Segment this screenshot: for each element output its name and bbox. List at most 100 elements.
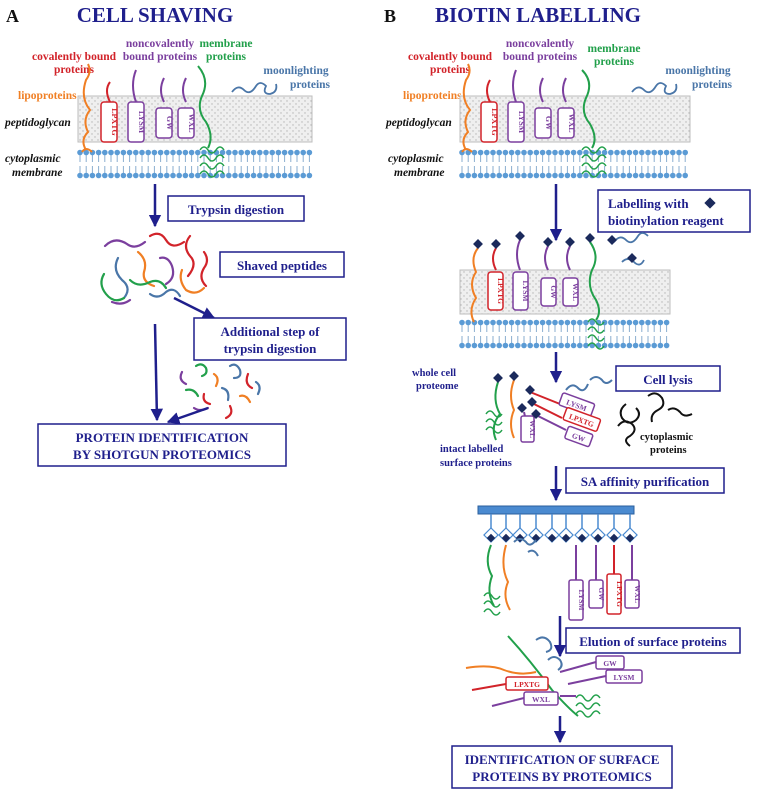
lipid-head (219, 172, 226, 179)
lipid-head (558, 149, 564, 156)
lipid-head (651, 172, 657, 179)
lipid-head (527, 149, 533, 156)
lipid-head (564, 342, 571, 349)
lipid-head (515, 319, 521, 326)
lipid-head (195, 149, 201, 156)
label-intact: intact labelled (440, 444, 503, 455)
lipid-head (539, 342, 546, 349)
lipid-head (533, 319, 540, 326)
biotin-diamond-icon (547, 533, 557, 543)
lipid-head (632, 319, 639, 326)
tag-gw-a: GW (155, 107, 174, 139)
lipid-head (626, 149, 633, 156)
moonlighting-protein-b (631, 82, 678, 95)
lipid-head (670, 149, 676, 156)
lipid-head (484, 319, 490, 326)
lipid-head (539, 319, 546, 326)
lipid-head (583, 172, 589, 179)
lipoprotein-b (462, 63, 472, 151)
label-membrane-a-2: proteins (206, 51, 247, 63)
lipid-head (484, 149, 490, 156)
lipid-head (608, 342, 614, 349)
lipid-head (626, 172, 633, 179)
lipid-head (83, 149, 89, 156)
biotin-diamond-icon (517, 403, 527, 413)
lipid-head (632, 172, 639, 179)
lipid-head (508, 172, 515, 179)
step-identification-a-label-2: BY SHOTGUN PROTEOMICS (73, 447, 251, 462)
lipid-head (490, 319, 496, 326)
label-noncovalent-b: noncovalently (506, 38, 575, 50)
tag-lysm-captured-label: LYSM (577, 590, 586, 611)
lipid-head (533, 342, 540, 349)
shaved-peptides (100, 232, 209, 305)
lipid-head (490, 172, 496, 179)
wxl-stem-a (182, 77, 187, 103)
lipid-head (170, 149, 176, 156)
label-noncovalent-a: noncovalently (126, 38, 195, 50)
membrane-protein-helix-b (581, 146, 607, 178)
cytoplasmic-membrane-b-labelled (459, 319, 670, 349)
lipid-head (477, 342, 484, 349)
lipid-head (465, 172, 472, 179)
lipid-head (620, 342, 626, 349)
lipid-head (663, 149, 670, 156)
lipid-head (195, 172, 201, 179)
lipid-head (502, 149, 509, 156)
lipid-head (546, 172, 552, 179)
biotin-diamond-icon (531, 409, 541, 419)
lysm-stem-b-labelled (516, 239, 521, 271)
lipid-head (269, 149, 276, 156)
lipid-head (176, 172, 182, 179)
tag-wxl-lysate: WXL (520, 415, 537, 443)
lipid-head (133, 172, 139, 179)
lipid-head (546, 319, 552, 326)
lipid-head (496, 342, 503, 349)
lipid-head (546, 342, 552, 349)
lipid-head (300, 172, 307, 179)
lipid-head (651, 342, 657, 349)
lipid-head (558, 319, 564, 326)
lipid-head (645, 319, 651, 326)
lipid-head (570, 172, 577, 179)
tag-lysm-eluted-label: LYSM (614, 673, 635, 682)
lipid-head (608, 149, 614, 156)
arrow-a-3 (173, 296, 216, 320)
lipid-head (527, 342, 533, 349)
tag-lysm-captured: LYSM (568, 579, 586, 621)
membrane-protein-helix-b-labelled (587, 318, 605, 350)
label-cytoplasmic-proteins: cytoplasmic (640, 432, 693, 443)
lipid-head (257, 149, 263, 156)
lipid-head (496, 149, 503, 156)
label-membrane-b: membrane (587, 43, 640, 55)
tag-lysm-label-a: LYSM (137, 111, 146, 134)
lipid-head (275, 172, 282, 179)
label-peptidoglycan-b: peptidoglycan (385, 117, 452, 129)
lipid-head (521, 319, 527, 326)
lipid-head (639, 319, 645, 326)
lipid-head (496, 319, 503, 326)
lipid-head (477, 172, 484, 179)
step-identification-b-box (451, 745, 673, 789)
biotin-diamond-icon (525, 385, 535, 395)
tag-wxl-eluted-label: WXL (532, 695, 550, 704)
tag-wxl-label-a: WXL (187, 113, 196, 132)
lipid-head (108, 149, 114, 156)
lipid-head (521, 149, 527, 156)
tag-wxl-label-b: WXL (567, 113, 576, 132)
lipid-head (632, 342, 639, 349)
tag-wxl-eluted: WXL (523, 691, 559, 706)
lipid-head (120, 172, 127, 179)
lipid-head (238, 172, 244, 179)
lipid-head (226, 172, 232, 179)
label-moonlighting-b: moonlighting (665, 65, 730, 77)
lipid-head (459, 172, 465, 179)
lipid-head (663, 342, 670, 349)
lipid-head (201, 172, 207, 179)
lipid-head (533, 149, 540, 156)
tag-gw-b: GW (534, 107, 553, 139)
tag-gw-captured: GW (588, 579, 606, 609)
lipid-head (477, 319, 484, 326)
lipid-head (502, 172, 509, 179)
lipid-head (645, 149, 651, 156)
